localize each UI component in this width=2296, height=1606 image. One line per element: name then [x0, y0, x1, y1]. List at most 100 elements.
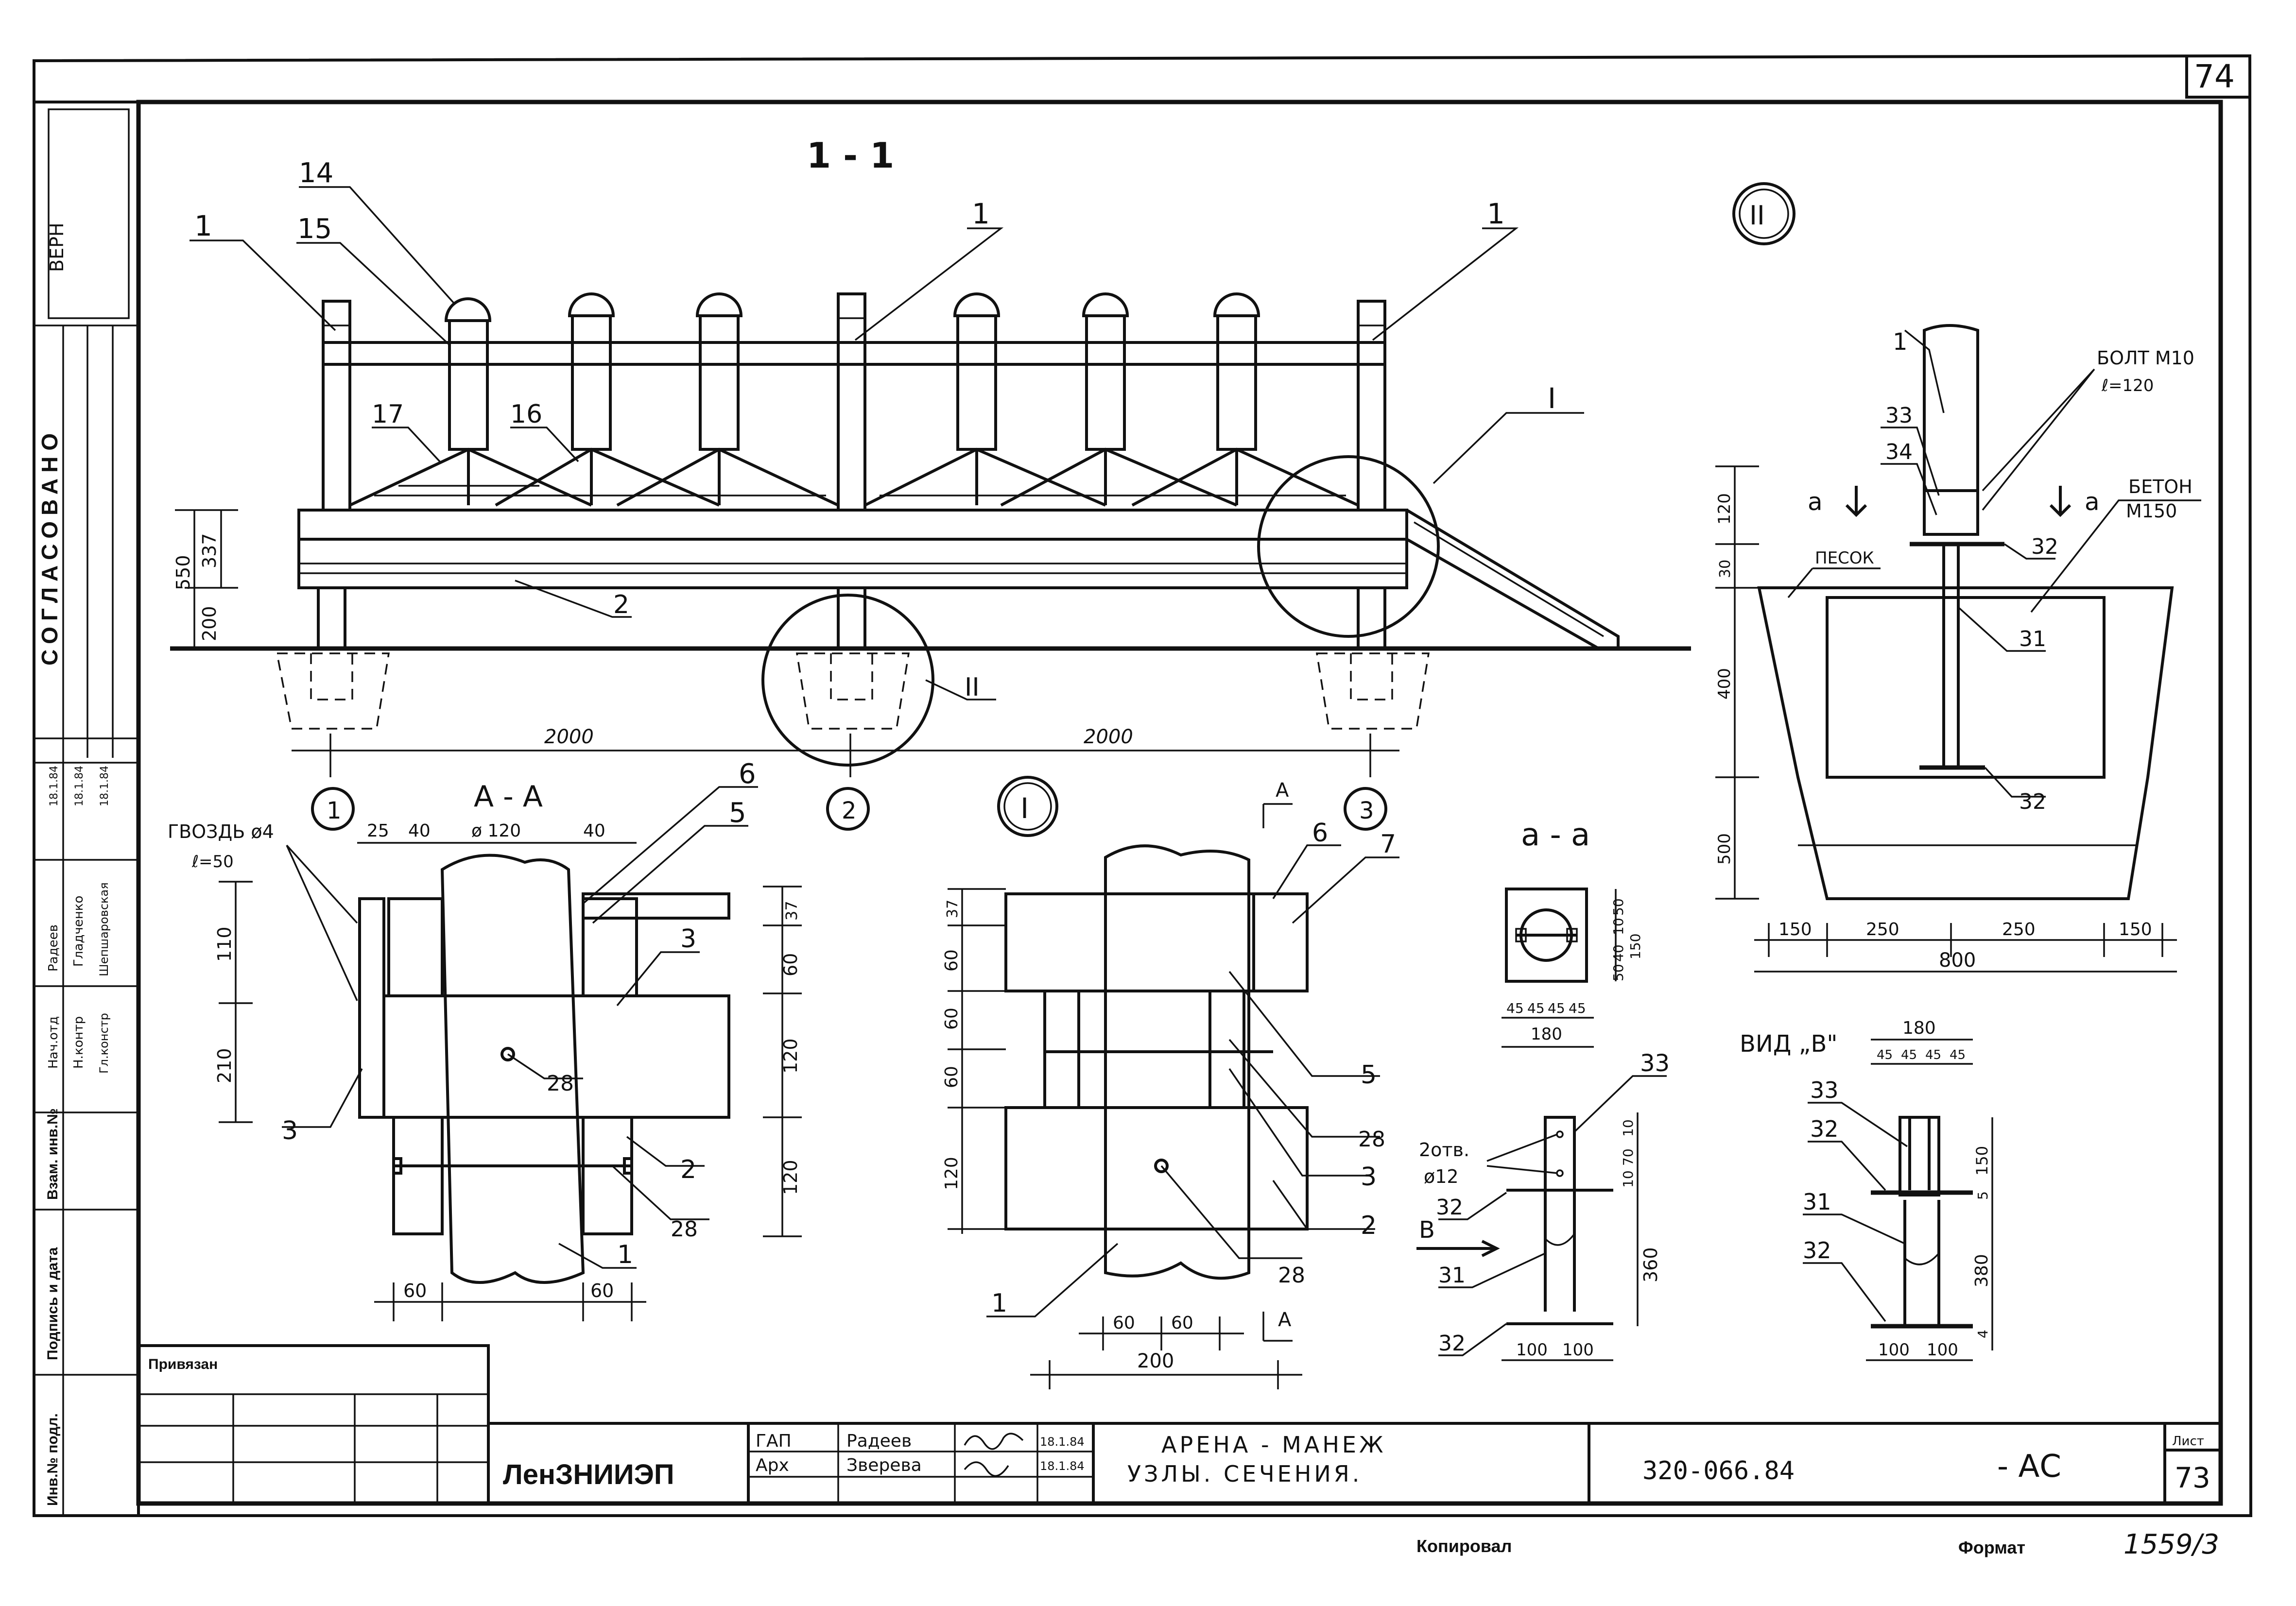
view-B: ВИД „В" 180 45 45 45 45 33 32 31 32 150 …: [1740, 1018, 1993, 1361]
main-pos-14: 14: [299, 157, 333, 189]
baluster-4: [953, 292, 1001, 451]
nI-pos-2: 2: [1361, 1211, 1377, 1240]
nII-bolt-len: ℓ=120: [2101, 376, 2154, 395]
balusters: [444, 292, 1260, 451]
pit-concrete: [1826, 596, 2106, 779]
baluster-2: [568, 292, 615, 451]
baluster-1: [444, 297, 492, 451]
axis-1-bubble: [311, 787, 355, 831]
vB-bottom-dim-1: 100: [1878, 1340, 1910, 1360]
nII-bottom-dim-250a: 250: [1866, 920, 1899, 940]
nI-pos-6: 6: [1312, 819, 1328, 848]
vB-right-dim-4: 4: [1975, 1330, 1991, 1338]
section-aa-title: а - а: [1521, 817, 1590, 853]
sheet-number-top: 74: [2194, 58, 2235, 95]
aa-bracket: [1544, 1116, 1576, 1192]
nII-left-dim-30: 30: [1717, 560, 1734, 578]
aa-pos-28a: 28: [547, 1071, 574, 1096]
nII-bottom-dim-150b: 150: [2119, 920, 2152, 940]
axis-1: 1: [327, 797, 342, 824]
aa2-b2-dim-1: 100: [1516, 1340, 1548, 1360]
nII-left-dim-400: 400: [1715, 668, 1734, 700]
aa2-holes: 2отв.: [1419, 1139, 1469, 1161]
vB-right-dim-5: 5: [1975, 1191, 1991, 1200]
aa2-r2-dim-4: 360: [1640, 1247, 1661, 1282]
vB-right-dim-150: 150: [1973, 1146, 1991, 1176]
nII-bolt: БОЛТ М10: [2097, 347, 2194, 369]
approval-rows: Нач.отд Радеев 18.1.84 Н.контр Гладченко…: [46, 766, 111, 1074]
vB-top-dim-1: 45: [1877, 1048, 1893, 1062]
approval-date-3: 18.1.84: [99, 766, 111, 806]
main-pos-15: 15: [297, 213, 332, 245]
node-II: II БОЛТ М10 ℓ=120 БЕТОН М150 ПЕСОК а а 1…: [1715, 182, 2201, 973]
approval-name-2: Гладченко: [71, 896, 86, 967]
baluster-3: [695, 292, 743, 451]
aa-nail: ГВОЗДЬ ø4: [168, 821, 274, 842]
aa2-pos-31: 31: [1438, 1263, 1466, 1288]
approval-role-2: Н.контр: [71, 1016, 86, 1069]
nII-pos-32b: 32: [2019, 789, 2046, 814]
aa-pos-28b: 28: [671, 1217, 698, 1242]
aa-left-dim-210: 210: [214, 1048, 235, 1083]
col-podpis: Подпись и дата: [45, 1247, 61, 1360]
nII-bottom-dim-150a: 150: [1778, 920, 1812, 940]
aa-pos-6: 6: [739, 758, 756, 790]
approval-name-1: Радеев: [46, 924, 61, 972]
format-label: Формат: [1958, 1538, 2025, 1557]
aa-top-dim-1: 25: [367, 821, 389, 841]
main-foundations: [276, 586, 1430, 730]
node-II-circle: [761, 594, 934, 767]
triangle-braces: [349, 447, 1359, 507]
approval-date-2: 18.1.84: [73, 766, 86, 806]
aa2-bottom-dim-2: 45: [1527, 1000, 1545, 1016]
aa2-view-arrow: В: [1419, 1216, 1435, 1244]
nII-bottom-dim-250b: 250: [2002, 920, 2036, 940]
node-II-title: II: [1749, 200, 1765, 231]
sig-name-2: Зверева: [846, 1455, 922, 1475]
section-AA-title: А - А: [474, 780, 543, 814]
sig-date-1: 18.1.84: [1040, 1435, 1085, 1449]
aa-right-dim-37: 37: [782, 901, 801, 921]
nI-pos-7: 7: [1380, 830, 1396, 859]
soglasovano-label: СОГЛАСОВАНО: [37, 427, 62, 666]
nII-left-dim-500: 500: [1715, 833, 1734, 865]
format-number: 1559/3: [2123, 1529, 2219, 1560]
view-B-title: ВИД „В": [1740, 1030, 1837, 1058]
col-vzam: Взам. инв.№: [45, 1108, 61, 1200]
aa-bottom-dim-2: 60: [590, 1280, 614, 1301]
vB-bottom-dim-2: 100: [1927, 1340, 1958, 1360]
list-label: Лист: [2172, 1434, 2204, 1449]
nI-pos-3: 3: [1361, 1162, 1377, 1192]
main-span-dims: 2000 2000 1 2 3: [292, 726, 1399, 831]
ramp: [1406, 509, 1620, 650]
nI-left-dim-60b: 60: [942, 1008, 962, 1030]
aa2-right-dim-4: 50: [1610, 964, 1626, 981]
vB-top-dim-180: 180: [1902, 1018, 1936, 1038]
vB-top-dim-4: 45: [1950, 1048, 1966, 1062]
main-pos-16: 16: [510, 400, 542, 429]
approval-name-3: Шепшаровская: [97, 882, 111, 976]
aa-pos-3b: 3: [282, 1116, 298, 1145]
approval-role-3: Гл.констр: [97, 1013, 111, 1074]
nI-left-dim-60c: 60: [942, 1066, 962, 1088]
aa2-r2-dim-2: 70: [1620, 1148, 1636, 1166]
aa-log-post: [440, 854, 585, 1284]
pit-sand: [1757, 586, 2174, 900]
vB-top-dim-2: 45: [1901, 1048, 1917, 1062]
signature-table: ГАП Радеев 18.1.84 Арх Зверева 18.1.84: [748, 1423, 1095, 1503]
section-1-1-title: 1 - 1: [807, 135, 894, 176]
nI-pos-28a: 28: [1358, 1127, 1385, 1152]
axis-2: 2: [842, 797, 857, 824]
main-pos-node-I: I: [1548, 382, 1556, 415]
aa-pos-5: 5: [729, 797, 746, 829]
baluster-5: [1082, 292, 1129, 451]
nI-bottom-dim-200: 200: [1137, 1350, 1174, 1372]
main-height-dims: 550 337 200: [173, 509, 238, 649]
nI-left-dim-37: 37: [944, 900, 961, 918]
section-AA: А - А 25 40 ø 120 40 ГВОЗДЬ ø4 ℓ=50 110 …: [168, 758, 802, 1321]
aa2-pos-32b: 32: [1438, 1331, 1466, 1356]
nI-pos-28b: 28: [1278, 1263, 1305, 1288]
sig-name-1: Радеев: [846, 1431, 912, 1451]
sig-role-2: Арх: [756, 1455, 789, 1475]
